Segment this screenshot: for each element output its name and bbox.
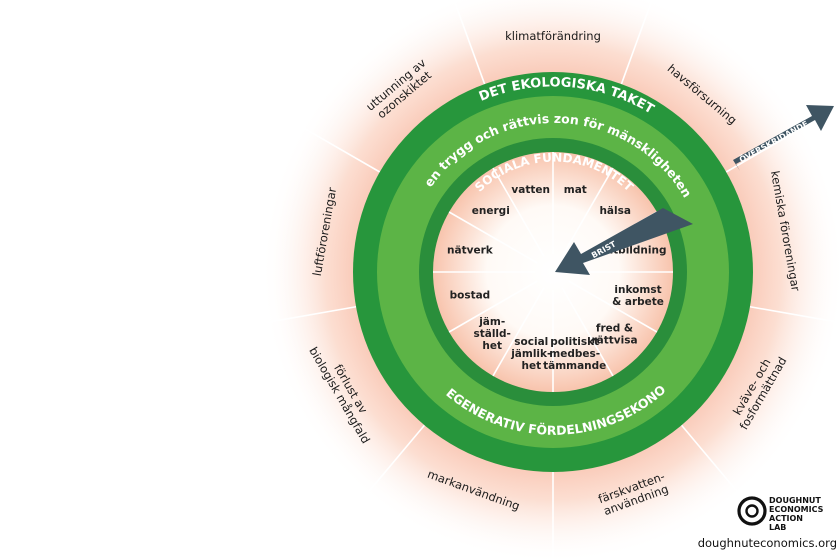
outer-divider [725, 121, 814, 173]
foundation-label-water: vatten [511, 184, 550, 196]
outer-sector-dividers [257, 0, 840, 560]
outer-divider [257, 305, 357, 325]
inner-divider [568, 280, 658, 333]
shortfall-zone [433, 152, 673, 392]
inner-divider [492, 167, 545, 257]
foundation-label-peace: fred &rättvisa [591, 323, 637, 347]
logo-line-2: ECONOMICS [769, 505, 824, 514]
inner-divider [492, 287, 545, 377]
deal-logo: DOUGHNUT ECONOMICS ACTION LAB [737, 496, 824, 532]
foundation-label-health: hälsa [599, 205, 631, 217]
overshoot-arrow-shape [733, 105, 834, 171]
inner-divider [448, 280, 538, 333]
shortfall-arrow-shape [555, 208, 693, 275]
outer-divider [292, 121, 381, 173]
inner-divider [561, 287, 614, 377]
foundation-label-networks: nätverk [447, 245, 494, 257]
logo-line-3: ACTION [769, 514, 803, 523]
outer-divider [359, 424, 426, 503]
website-url[interactable]: doughnuteconomics.org [698, 536, 837, 550]
outer-divider [453, 0, 486, 85]
logo-line-4: LAB [769, 523, 786, 532]
outer-divider [749, 305, 840, 324]
outer-divider [620, 0, 653, 85]
doughnut-logo-icon [737, 496, 767, 526]
foundation-label-food: mat [564, 184, 587, 196]
boundary-label-climate: klimatförändring [505, 29, 601, 43]
inner-divider [448, 211, 538, 264]
foundation-label-income: inkomst& arbete [612, 284, 664, 308]
foundation-label-energy: energi [472, 205, 510, 217]
inner-divider [561, 167, 614, 257]
outer-divider [680, 424, 747, 503]
logo-line-1: DOUGHNUT [769, 496, 821, 505]
foundation-label-gender: jäm-ställd-het [473, 316, 510, 352]
foundation-label-housing: bostad [450, 289, 491, 301]
